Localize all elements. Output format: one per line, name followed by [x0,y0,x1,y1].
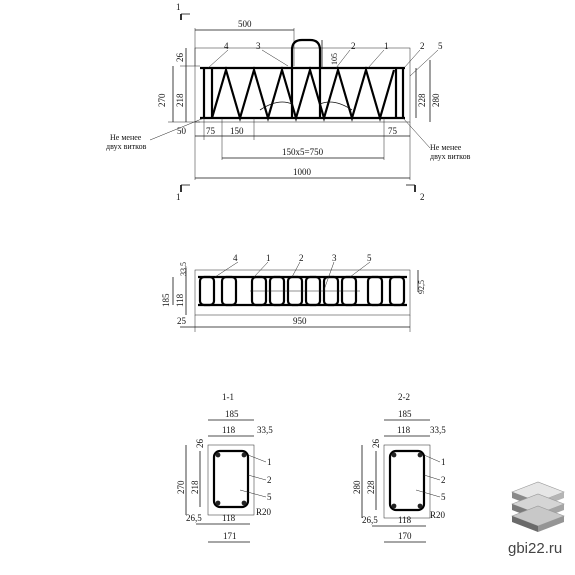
plan-label-3: 3 [332,253,337,263]
dim-spacing: 150х5=750 [282,147,324,157]
s1-radius: R20 [256,507,272,517]
s2-label-1: 1 [441,457,446,467]
label-4: 4 [224,41,229,51]
section-mark-2-bottom: 2 [420,192,425,202]
dim-228: 228 [417,93,427,107]
s1-dim-185: 185 [225,409,239,419]
dim-150: 150 [230,126,244,136]
plan-dim-33-5: 33,5 [179,262,188,276]
s1-label-1: 1 [267,457,272,467]
dim-26: 26 [175,53,185,63]
s2-dim-bottom-118: 118 [398,515,412,525]
s1-dim-270: 270 [176,480,186,494]
dim-280: 280 [431,93,441,107]
s1-dim-171: 171 [223,531,237,541]
section-mark-1-bottom: 1 [176,192,181,202]
s1-dim-26: 26 [195,439,205,449]
note-right-2: двух витков [430,152,471,161]
s1-dim-bottom-118: 118 [222,513,236,523]
section-1-1: 1-1 185 118 33,5 26 270 218 1 2 5 R20 26… [176,392,273,543]
note-right-1: Не менее [430,143,462,152]
s2-dim-170: 170 [398,531,412,541]
section-1-1-title: 1-1 [222,392,234,402]
label-5: 5 [438,41,443,51]
s2-dim-26-5: 26,5 [362,515,378,525]
note-left-1: Не менее [110,133,142,142]
label-2b: 2 [420,41,425,51]
plan-view: 4 1 2 3 5 33,5 185 118 92,5 25 950 [161,253,426,332]
plan-dim-118: 118 [175,293,185,307]
s1-dim-26-5: 26,5 [186,513,202,523]
dim-218: 218 [175,93,185,107]
plan-label-2: 2 [299,253,304,263]
dim-105: 105 [330,53,339,65]
section-2-2: 2-2 185 118 33,5 26 280 228 1 2 5 R20 26… [352,392,446,543]
dim-50: 50 [177,126,187,136]
label-3: 3 [256,41,261,51]
s1-dim-118: 118 [222,425,236,435]
s2-dim-26: 26 [371,439,381,449]
s2-dim-185: 185 [398,409,412,419]
section-2-2-title: 2-2 [398,392,410,402]
label-1: 1 [384,41,389,51]
stacked-slabs-logo [511,481,565,532]
s2-dim-118: 118 [397,425,411,435]
plan-dim-92-5: 92,5 [417,280,426,294]
plan-dim-950: 950 [293,316,307,326]
dim-270: 270 [157,93,167,107]
dim-1000: 1000 [293,167,312,177]
s2-dim-228: 228 [366,480,376,494]
s1-dim-218: 218 [190,480,200,494]
dim-75: 75 [206,126,216,136]
s2-radius: R20 [430,510,446,520]
s1-dim-33-5: 33,5 [257,425,273,435]
label-2: 2 [351,41,356,51]
dim-500: 500 [238,19,252,29]
site-watermark: gbi22.ru [508,540,563,557]
plan-label-4: 4 [233,253,238,263]
s2-label-2: 2 [441,475,446,485]
s2-label-5: 5 [441,492,446,502]
note-left-2: двух витков [106,142,147,151]
plan-label-1: 1 [266,253,271,263]
s2-dim-33-5: 33,5 [430,425,446,435]
plan-dim-25: 25 [177,316,187,326]
dim-75-right: 75 [388,126,398,136]
elevation-view: 1 500 26 270 218 4 3 2 [106,2,471,202]
section-mark-1-top: 1 [176,2,181,12]
plan-label-5: 5 [367,253,372,263]
s1-label-2: 2 [267,475,272,485]
s1-label-5: 5 [267,492,272,502]
plan-dim-185: 185 [161,293,171,307]
s2-dim-280: 280 [352,480,362,494]
